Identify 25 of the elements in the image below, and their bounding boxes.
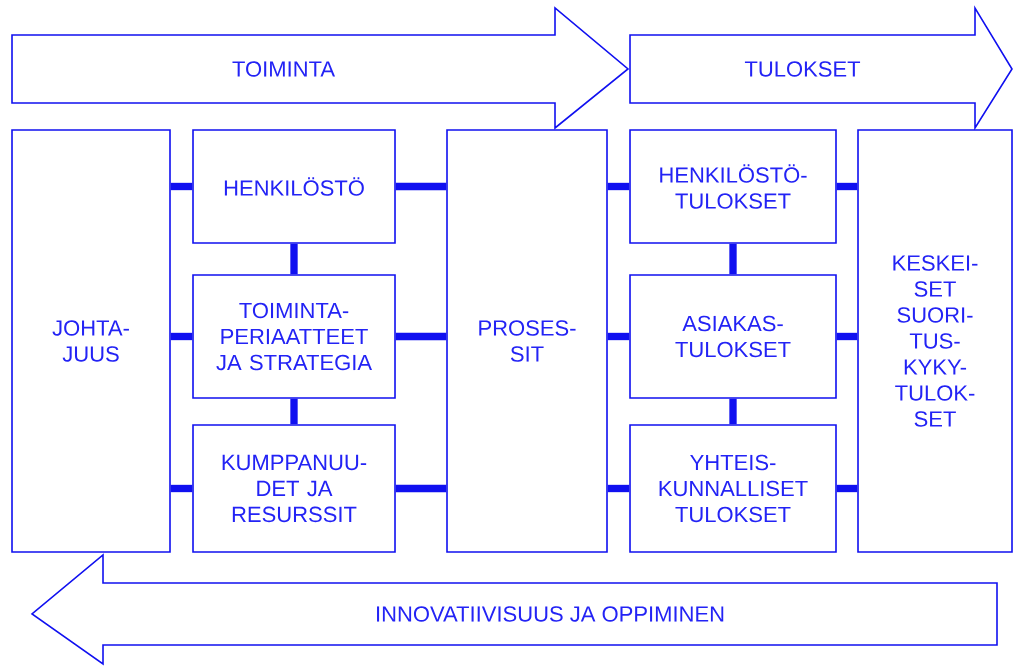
- text-box: ASIAKAS- TULOKSET: [629, 274, 837, 399]
- text-box: YHTEIS- KUNNALLISET TULOKSET: [629, 424, 837, 553]
- connector: [170, 332, 193, 341]
- connector: [607, 182, 630, 191]
- text-box: KESKEI- SET SUORI- TUS- KYKY- TULOK- SET: [857, 129, 1013, 553]
- connector: [395, 484, 447, 493]
- connector: [729, 398, 737, 425]
- text-box: KUMPPANUU- DET JA RESURSSIT: [192, 424, 396, 553]
- connector: [290, 243, 298, 275]
- text-box: TOIMINTA- PERIAATTEET JA STRATEGIA: [192, 274, 396, 399]
- connector: [836, 484, 858, 493]
- connector: [729, 243, 737, 275]
- text-box: JOHTA- JUUS: [11, 129, 171, 553]
- connector: [170, 182, 193, 191]
- connector: [395, 182, 447, 191]
- connector: [607, 332, 630, 341]
- connector: [170, 484, 193, 493]
- connector: [607, 484, 630, 493]
- text-box: PROSES- SIT: [446, 129, 608, 553]
- connector: [395, 332, 447, 341]
- connector: [836, 332, 858, 341]
- text-box: HENKILÖSTÖ- TULOKSET: [629, 129, 837, 244]
- text-box: HENKILÖSTÖ: [192, 129, 396, 244]
- connector: [290, 398, 298, 425]
- connector: [836, 182, 858, 191]
